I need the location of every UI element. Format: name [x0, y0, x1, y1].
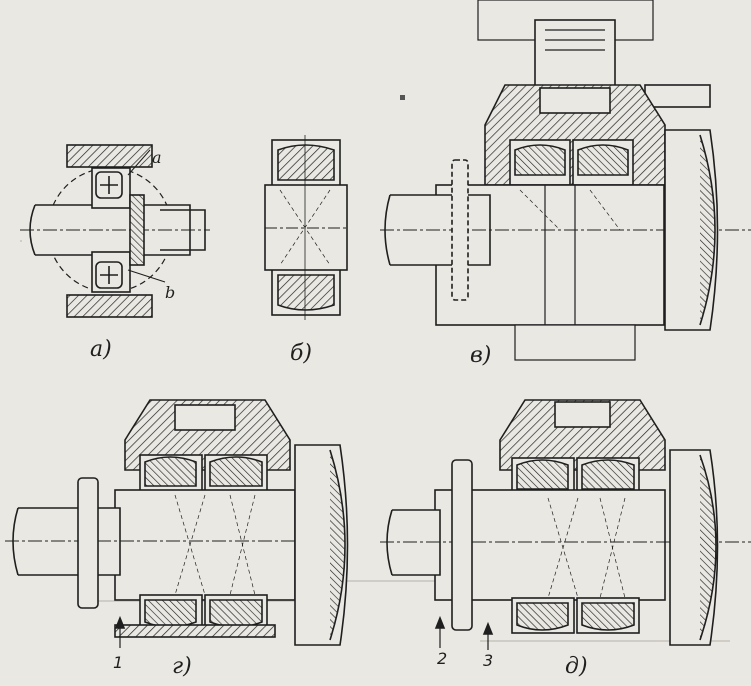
diagram-g-bearing-assembly-left: [5, 399, 349, 648]
callout-3: 3: [483, 651, 493, 670]
diagram-b-double-row-bearing: [264, 135, 348, 320]
figure-label-v: в): [470, 343, 491, 368]
point-label-a: a: [152, 148, 162, 167]
figure-label-g: г): [172, 654, 192, 679]
figure-label-b: б): [290, 341, 312, 366]
diagram-a-ball-bearing-unit: [20, 144, 210, 318]
callout-2: 2: [437, 649, 447, 668]
callout-1: 1: [113, 653, 123, 672]
figure-label-d: д): [565, 654, 588, 679]
diagram-v-bearing-housing-top: [380, 0, 751, 361]
point-label-b: b: [165, 283, 175, 302]
figure-label-a: а): [90, 337, 112, 362]
diagram-d-bearing-assembly-right: [380, 399, 751, 650]
